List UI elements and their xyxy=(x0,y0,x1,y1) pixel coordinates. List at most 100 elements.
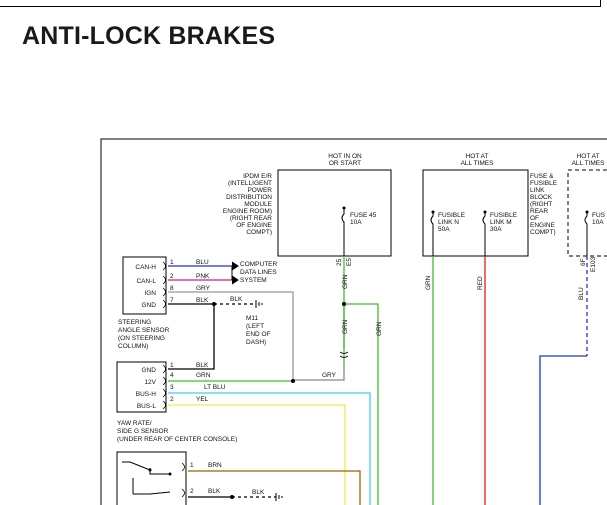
svg-text:GRY: GRY xyxy=(196,285,211,292)
svg-text:GND: GND xyxy=(142,367,157,374)
svg-text:YEL: YEL xyxy=(196,396,209,403)
svg-text:LINK: LINK xyxy=(530,187,545,194)
wire-ign-gry xyxy=(168,291,294,380)
hot-on-start-line1: HOT IN ON xyxy=(328,153,362,160)
wheel-gnd-junction xyxy=(230,495,234,499)
svg-text:BLU: BLU xyxy=(196,259,209,266)
svg-text:(INTELLIGENT: (INTELLIGENT xyxy=(228,180,272,187)
svg-text:BRN: BRN xyxy=(208,462,222,469)
svg-text:COMPT): COMPT) xyxy=(530,229,556,236)
svg-text:MODULE: MODULE xyxy=(244,201,272,208)
svg-text:1: 1 xyxy=(190,462,194,469)
wire-label-gry-junction: GRY xyxy=(322,372,337,379)
svg-text:YAW RATE/: YAW RATE/ xyxy=(117,420,152,427)
svg-text:FUSE &: FUSE & xyxy=(530,173,554,180)
far-right-pin-label: 6F xyxy=(580,258,587,266)
svg-text:BLOCK: BLOCK xyxy=(530,194,553,201)
fusible-link-m-dot xyxy=(483,210,487,214)
ipdm-box xyxy=(277,169,392,257)
steering-sensor-pins: CAN-H CAN-L IGN GND 1 2 8 7 BLU PNK GRY … xyxy=(135,259,210,309)
computer-data-lines-2: DATA LINES xyxy=(240,269,277,276)
ipdm-fuse-dot xyxy=(342,206,346,210)
svg-text:POWER: POWER xyxy=(247,187,272,194)
computer-data-lines-1: COMPUTER xyxy=(240,261,278,268)
svg-text:50A: 50A xyxy=(438,226,450,233)
svg-text:8: 8 xyxy=(170,285,174,292)
hot-all-times-line1: HOT AT xyxy=(466,153,489,160)
svg-text:FUSIBLE: FUSIBLE xyxy=(438,212,466,219)
ipdm-label: IPDM E/R (INTELLIGENT POWER DISTRIBUTION… xyxy=(223,173,273,236)
svg-text:2: 2 xyxy=(170,273,174,280)
steering-sensor-label: STEERING ANGLE SENSOR (ON STEERING COLUM… xyxy=(118,319,170,350)
svg-text:FUSIBLE: FUSIBLE xyxy=(530,180,558,187)
svg-text:BUS-H: BUS-H xyxy=(136,391,157,398)
far-right-connector-label: E103 xyxy=(590,256,597,272)
wire-label-ipdm-grn-3: GRN xyxy=(376,321,383,336)
svg-text:COLUMN): COLUMN) xyxy=(118,343,148,350)
svg-text:SIDE G SENSOR: SIDE G SENSOR xyxy=(117,428,169,435)
svg-text:IGN: IGN xyxy=(144,290,156,297)
fusible-link-block-label: FUSE & FUSIBLE LINK BLOCK (RIGHT REAR OF… xyxy=(530,173,558,236)
far-right-fuse-dot xyxy=(585,210,589,214)
ground-symbol-m11 xyxy=(255,300,263,308)
ipdm-fuse-label-2: 10A xyxy=(350,219,362,226)
svg-text:1: 1 xyxy=(170,362,174,369)
hot-all-times-2-line2: ALL TIMES xyxy=(572,160,606,167)
wheel-pin-brackets xyxy=(181,462,185,498)
diagram-frame xyxy=(100,138,607,505)
svg-text:ENGINE: ENGINE xyxy=(530,222,556,229)
svg-text:(ON STEERING: (ON STEERING xyxy=(118,335,165,342)
svg-text:END OF: END OF xyxy=(246,331,271,338)
svg-text:2: 2 xyxy=(170,396,174,403)
svg-text:BLK: BLK xyxy=(196,362,209,369)
wire-yaw-yel xyxy=(168,404,346,505)
svg-text:CAN-L: CAN-L xyxy=(136,278,156,285)
ipdm-junction-1 xyxy=(342,302,346,306)
wire-label-far-right: BLU xyxy=(578,287,585,300)
svg-text:(RIGHT: (RIGHT xyxy=(530,201,552,208)
fusible-link-m-symbol xyxy=(482,212,486,256)
svg-text:7: 7 xyxy=(170,297,174,304)
wire-yaw-gnd-blk xyxy=(168,304,215,370)
hot-all-times-2-line1: HOT AT xyxy=(577,153,600,160)
wire-ipdm-green-branch xyxy=(344,303,379,505)
top-frame-line xyxy=(0,0,601,7)
yaw-sensor-label: YAW RATE/ SIDE G SENSOR (UNDER REAR OF C… xyxy=(117,420,237,443)
wire-label-link-n: GRN xyxy=(425,275,432,290)
hot-on-start-line2: OR START xyxy=(329,160,361,167)
svg-text:COMPT): COMPT) xyxy=(246,229,272,236)
svg-text:LINK N: LINK N xyxy=(438,219,459,226)
fusible-link-block xyxy=(422,169,529,257)
svg-text:ANGLE SENSOR: ANGLE SENSOR xyxy=(118,327,170,334)
svg-text:LINK M: LINK M xyxy=(490,219,512,226)
svg-text:OF ENGINE: OF ENGINE xyxy=(236,222,272,229)
svg-text:(UNDER REAR OF CENTER CONSOLE): (UNDER REAR OF CENTER CONSOLE) xyxy=(117,436,237,443)
fusible-link-n-symbol xyxy=(430,212,434,256)
svg-text:3: 3 xyxy=(170,384,174,391)
ipdm-connector-label: E5 xyxy=(346,258,353,266)
wire-ipdm-green-trunk xyxy=(293,256,345,381)
svg-text:REAR: REAR xyxy=(530,208,548,215)
wheel-switch-box xyxy=(116,451,187,505)
wheel-switch-symbol-2 xyxy=(132,478,171,495)
svg-text:BUS-L: BUS-L xyxy=(137,403,157,410)
svg-text:GRN: GRN xyxy=(196,372,211,379)
svg-text:ENGINE ROOM): ENGINE ROOM) xyxy=(223,208,272,215)
connector-symbol-ipdm xyxy=(339,351,349,358)
svg-text:M11: M11 xyxy=(246,315,259,322)
svg-text:BLK: BLK xyxy=(196,297,209,304)
wheel-switch-node-2 xyxy=(168,472,172,476)
computer-data-line-bracket xyxy=(231,261,239,285)
wheel-switch-symbol-1 xyxy=(122,461,170,475)
svg-text:DASH): DASH) xyxy=(246,339,266,346)
wire-far-right-blue xyxy=(539,355,587,505)
hot-all-times-line2: ALL TIMES xyxy=(461,160,495,167)
far-right-fuse-symbol xyxy=(584,212,588,256)
wire-label-ipdm-grn-2: GRN xyxy=(342,319,349,334)
steering-angle-sensor xyxy=(122,256,167,315)
svg-text:IPDM E/R: IPDM E/R xyxy=(243,173,272,180)
yaw-pin-brackets xyxy=(162,364,166,410)
ipdm-fuse-label-1: FUSE 45 xyxy=(350,212,377,219)
